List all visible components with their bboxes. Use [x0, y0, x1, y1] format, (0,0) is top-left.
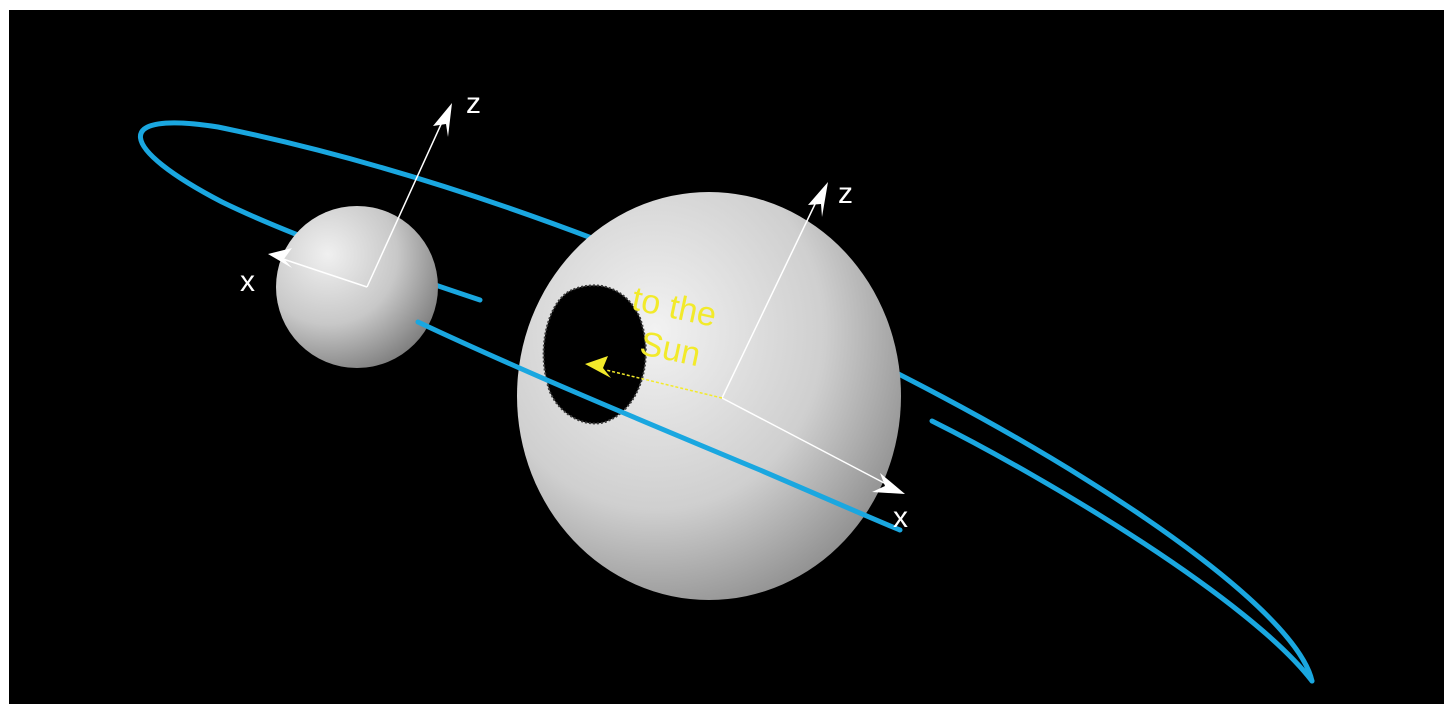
moon-z-arrowhead-icon [433, 103, 452, 137]
moon-x-axis-line [279, 257, 368, 288]
orbit-path-front [415, 319, 903, 533]
moon-x-arrowhead-icon [268, 248, 292, 268]
planet-z-label: z [838, 177, 853, 210]
moon-z-axis-line [366, 119, 444, 288]
planet-x-axis-line [721, 397, 889, 486]
moon-x-label: x [240, 265, 255, 298]
orbit-path-right [929, 418, 1315, 684]
planet-axes: z x [721, 177, 908, 534]
planet-z-axis-line [721, 199, 818, 399]
moon-axes: z x [240, 87, 481, 298]
planet-x-arrowhead-icon [872, 473, 905, 494]
moon-sphere [276, 206, 438, 368]
planet-z-arrowhead-icon [808, 182, 828, 217]
planet-x-label: x [893, 501, 908, 534]
sun-arrowhead-icon [585, 356, 611, 378]
moon-z-label: z [466, 87, 481, 120]
